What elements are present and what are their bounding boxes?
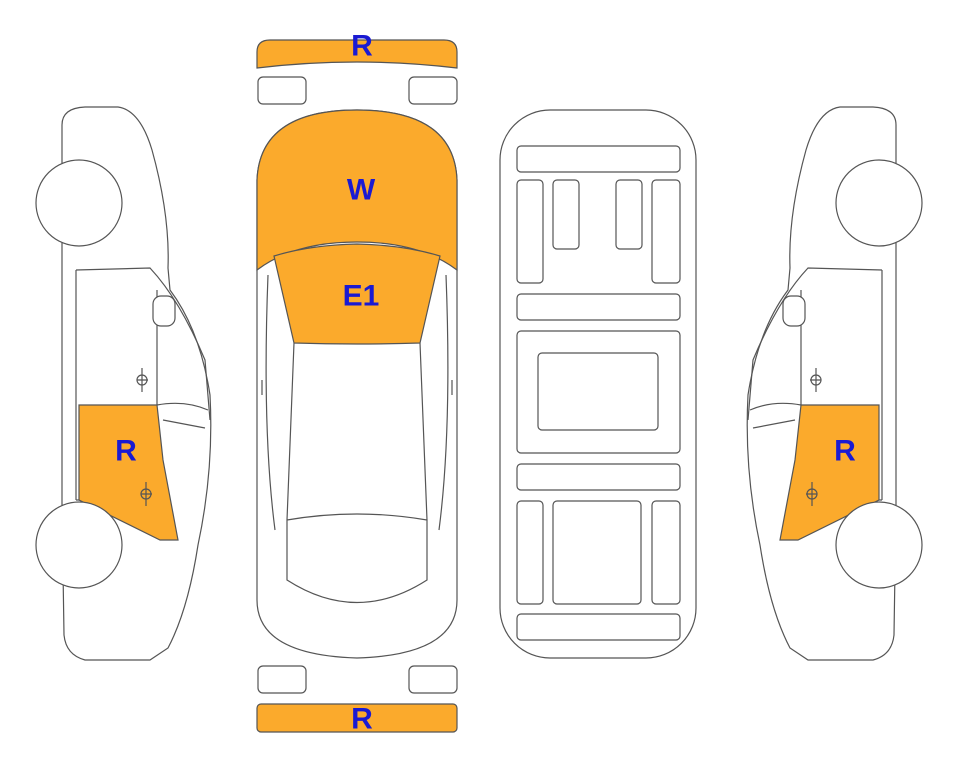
interior-right-front-cushion — [615, 179, 643, 250]
interior-left-rear-seat — [516, 500, 544, 605]
interior-rear-panel — [516, 463, 681, 491]
windshield-label: E1 — [343, 280, 380, 313]
left-front-wheel — [35, 159, 123, 247]
right-side-view — [746, 106, 923, 661]
right-front-handle-icon — [810, 368, 821, 392]
right-mirror — [782, 295, 806, 327]
hood-label: W — [347, 174, 376, 207]
rear-bumper-damage — [256, 703, 458, 733]
right-rear-handle-knob — [806, 488, 818, 500]
front-bumper-label: R — [351, 30, 373, 63]
left-front-handle-knob — [136, 374, 148, 386]
interior-center-console — [537, 352, 659, 431]
hood-damage — [256, 109, 458, 272]
interior-right-front-seat — [651, 179, 681, 284]
interior-view — [499, 109, 697, 659]
right-rear-handle-icon — [806, 482, 817, 506]
right-rear-door-label: R — [834, 435, 856, 468]
left-rear-handle-icon — [141, 482, 152, 506]
top-view-side-lines — [261, 274, 453, 531]
left-side-view: R — [35, 106, 212, 661]
interior-left-front-seat — [516, 179, 544, 284]
front-right-headlight — [408, 76, 458, 105]
rear-right-taillight — [408, 665, 458, 694]
left-front-handle-icon — [137, 368, 148, 392]
right-front-handle-knob — [810, 374, 822, 386]
interior-rear-bench — [552, 500, 642, 605]
left-rear-handle-knob — [140, 488, 152, 500]
rear-left-taillight — [257, 665, 307, 694]
interior-dash-panel — [516, 293, 681, 321]
front-bumper-damage — [256, 39, 458, 69]
top-view: R W E1 R — [256, 30, 458, 736]
rear-bumper-label: R — [351, 703, 373, 736]
interior-trunk-panel — [516, 613, 681, 641]
windshield-damage — [273, 243, 441, 345]
interior-left-front-cushion — [552, 179, 580, 250]
interior-front-panel — [516, 145, 681, 173]
interior-right-rear-seat — [651, 500, 681, 605]
left-mirror — [152, 295, 176, 327]
left-rear-door-label: R — [115, 435, 137, 468]
right-front-wheel — [835, 159, 923, 247]
front-left-headlight — [257, 76, 307, 105]
top-view-cabin — [286, 342, 428, 603]
left-rear-wheel — [35, 501, 123, 589]
right-rear-wheel — [835, 501, 923, 589]
